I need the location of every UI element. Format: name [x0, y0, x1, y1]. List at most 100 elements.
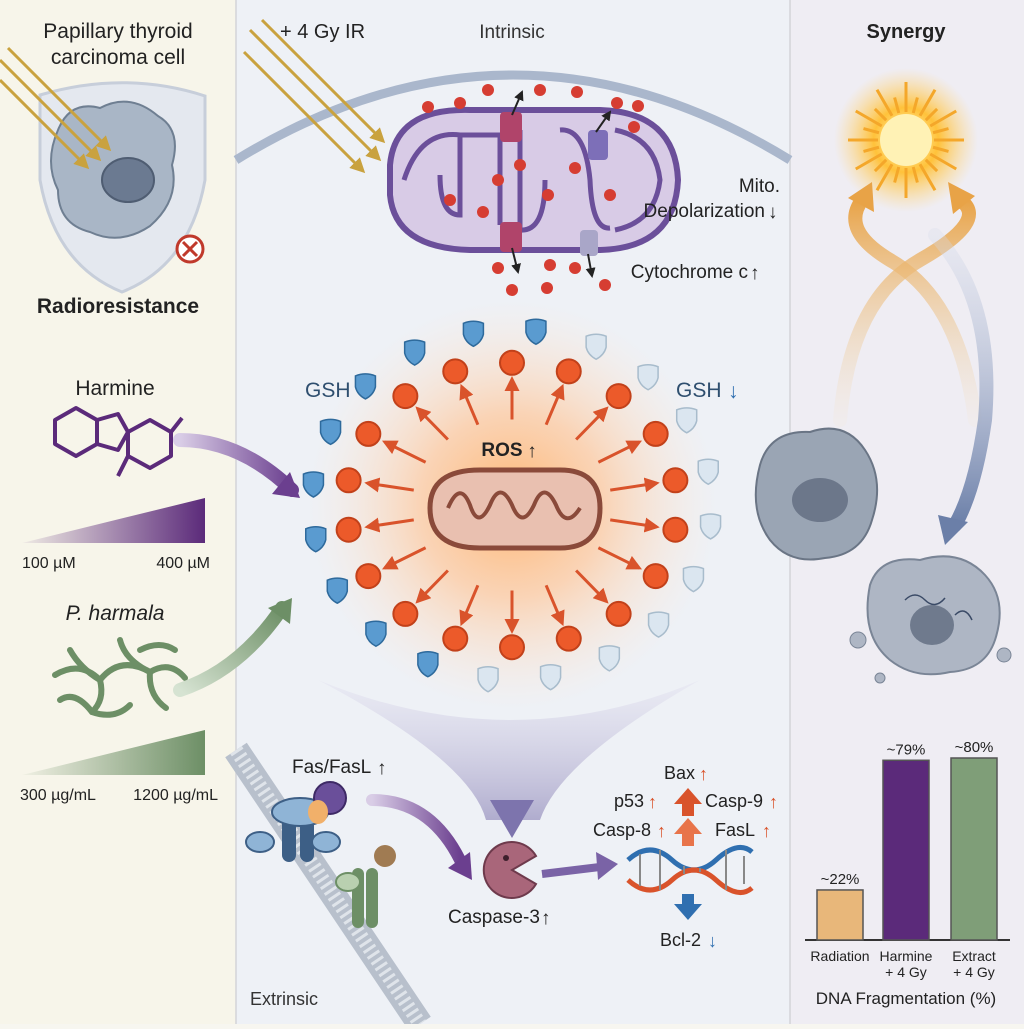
- sun-ray: [873, 107, 888, 122]
- pharmala-title: P. harmala: [66, 602, 165, 625]
- chart-value-label: ~22%: [821, 871, 860, 888]
- sun-ray: [924, 158, 939, 173]
- cell-membrane-arc: [233, 70, 793, 164]
- mitochondrion-intrinsic: [387, 90, 682, 278]
- ros-molecule-icon: [392, 600, 419, 627]
- synergy-arrow-orange: [833, 193, 976, 427]
- ros-ray-arrow: [364, 517, 414, 533]
- synergy-burst-icon: [834, 68, 978, 212]
- pharmala-arrow: [173, 601, 289, 697]
- sun-ray: [873, 158, 888, 173]
- ros-ray-arrow: [382, 546, 427, 570]
- sun-ray: [924, 107, 939, 122]
- chart-value-label: ~80%: [955, 739, 994, 756]
- casp9-label: Casp-9: [705, 791, 763, 811]
- ros-molecules: [335, 349, 689, 661]
- sun-ray: [929, 152, 957, 171]
- ros-ray-arrow: [610, 477, 660, 493]
- mito-arrow: ↓: [768, 202, 778, 223]
- harmine-high-dose: 400 µM: [156, 555, 210, 572]
- cell-title-line1: Papillary thyroid: [43, 20, 192, 43]
- synergy-arrow-blue: [928, 228, 994, 532]
- nucleus: [101, 157, 155, 203]
- gsh-shield-icon: [647, 611, 670, 638]
- ros-molecule-icon: [335, 467, 362, 494]
- chart-value-label: ~79%: [887, 741, 926, 758]
- fasl-arrow: ↑: [762, 821, 771, 841]
- ros-molecule-icon: [605, 600, 632, 627]
- gsh-shield-icon: [319, 418, 342, 446]
- gsh-shield-icon: [302, 471, 325, 498]
- caspase-3-icon: [482, 841, 538, 899]
- ros-arrow: ↑: [527, 441, 537, 462]
- ros-molecule-icon: [642, 420, 669, 447]
- gsh-shield-icon: [539, 663, 562, 691]
- ros-molecule-icon: [555, 625, 582, 652]
- caspase3-label: Caspase-3: [448, 907, 540, 928]
- gsh-shield-icon: [585, 333, 607, 361]
- pharmala-high-dose: 1200 µg/mL: [133, 787, 218, 804]
- chart-category-label: Extract: [952, 948, 996, 964]
- harmine-arrow: [173, 433, 299, 497]
- gsh-shield-icon: [675, 407, 698, 434]
- p53-label: p53: [614, 791, 644, 811]
- casp8-arrow: ↑: [657, 821, 666, 841]
- funnel-arrowhead: [490, 800, 534, 838]
- harmine-low-dose: 100 µM: [22, 555, 76, 572]
- ros-molecule-icon: [662, 467, 689, 494]
- gsh-left-label: GSH: [305, 379, 351, 402]
- cytochrome-c-dots: [422, 84, 644, 296]
- ros-molecule-icon: [499, 634, 525, 661]
- cell-title-line2: carcinoma cell: [51, 46, 185, 69]
- harmine-title: Harmine: [75, 377, 154, 400]
- sun-ray: [863, 145, 880, 153]
- ros-molecule-icon: [642, 563, 669, 590]
- ros-molecule-icon: [355, 420, 382, 447]
- apoptotic-cell: [849, 555, 1012, 684]
- bcl2-arrow: ↓: [708, 931, 717, 951]
- sun-ray: [918, 89, 937, 117]
- gsh-shield-icon: [305, 526, 327, 553]
- chart-bar: [816, 889, 864, 941]
- gsh-right-label: GSH: [676, 379, 722, 402]
- sun-ray: [863, 127, 880, 135]
- fas-receptor-icon: [245, 781, 396, 928]
- channel-icon: [580, 230, 598, 256]
- ros-ray-arrow: [382, 440, 427, 464]
- ros-molecule-icon: [555, 358, 582, 385]
- intrinsic-label: Intrinsic: [479, 22, 544, 43]
- gsh-shield-icon: [417, 651, 439, 678]
- radioresistance-label: Radioresistance: [37, 295, 199, 318]
- up-arrow-icon: [674, 818, 702, 846]
- radioresistant-cell: [38, 81, 207, 294]
- gsh-shield-icon: [365, 620, 387, 648]
- chart-x-axis-label: DNA Fragmentation (%): [816, 989, 996, 1008]
- ros-ray-arrow: [597, 546, 642, 570]
- gsh-shields: [302, 318, 722, 693]
- ros-ray-arrow: [415, 569, 449, 604]
- sun-ray: [911, 166, 919, 183]
- channel-icon: [588, 130, 608, 160]
- ros-molecule-icon: [335, 516, 362, 543]
- caspase3-arrow: ↑: [541, 908, 551, 929]
- sun-ray: [875, 163, 894, 191]
- channel-icon: [500, 222, 522, 252]
- gsh-shield-icon: [525, 318, 547, 346]
- ros-molecule-icon: [355, 563, 382, 590]
- harmine-structure-icon: [53, 406, 184, 477]
- ros-ray-arrow: [610, 517, 660, 533]
- down-arrow-icon: [674, 894, 702, 920]
- fasl-label: FasL: [715, 820, 755, 840]
- chart-category-label: Radiation: [810, 948, 869, 964]
- ros-ray-arrow: [459, 383, 480, 426]
- pharmala-low-dose: 300 µg/mL: [20, 787, 96, 804]
- mito-label-line2: Depolarization: [644, 201, 765, 222]
- sun-ray: [855, 109, 883, 128]
- chart-bar: [950, 757, 998, 941]
- sun-ray: [893, 97, 901, 114]
- intact-cell: [754, 427, 879, 561]
- gsh-shield-icon: [403, 339, 426, 366]
- gsh-shield-icon: [699, 513, 722, 540]
- bax-arrow: ↑: [699, 764, 708, 784]
